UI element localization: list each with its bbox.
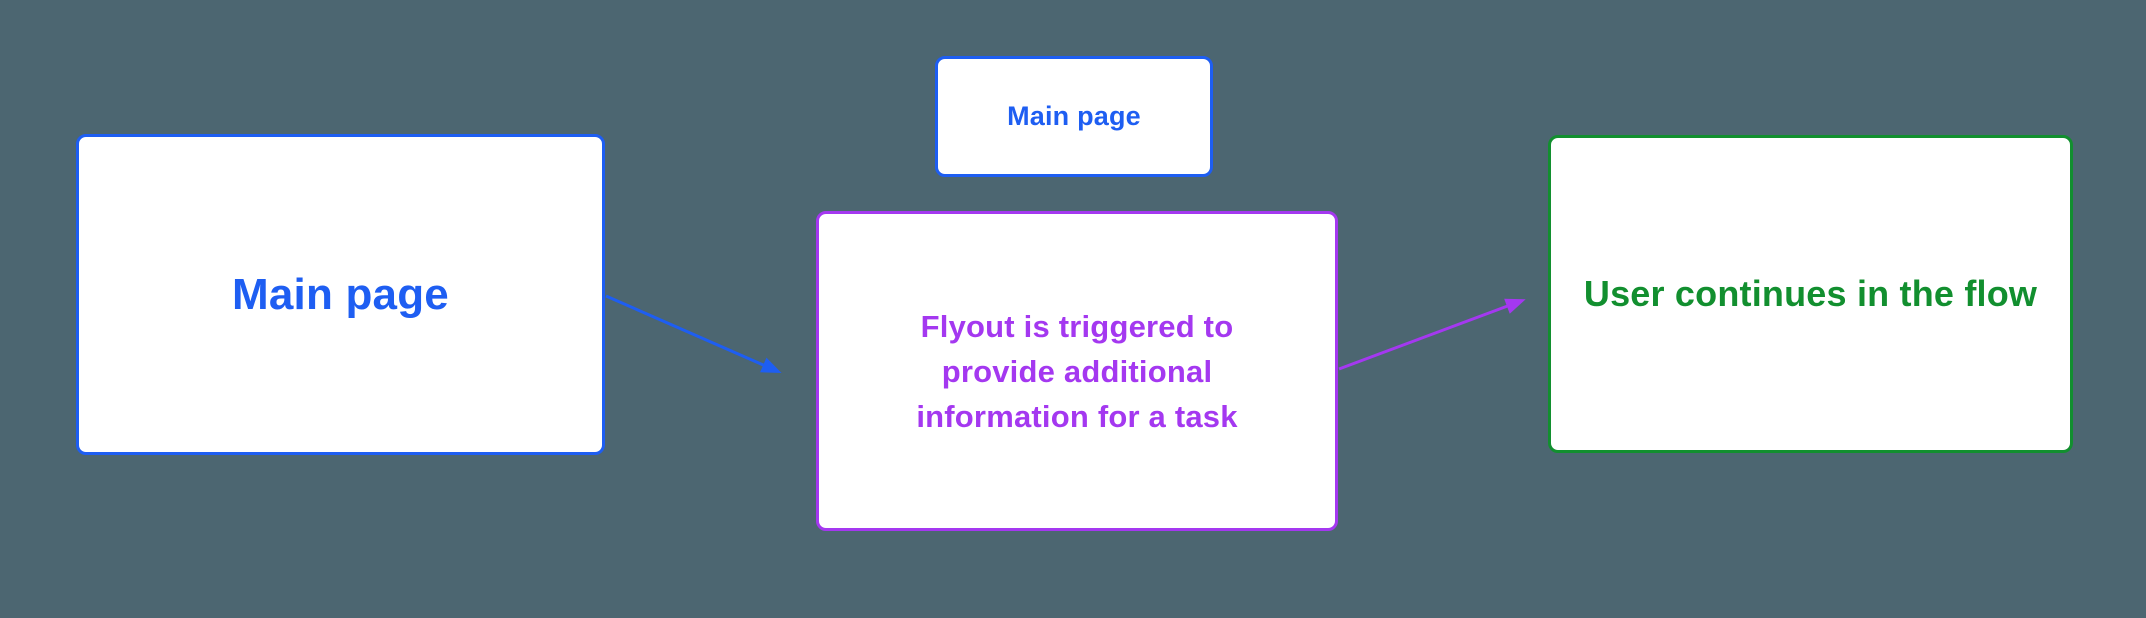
connector-main-page-to-flyout[interactable] [605,294,782,374]
node-main-page-small[interactable]: Main page [935,56,1213,177]
node-user-continues-label: User continues in the flow [1583,273,2038,314]
node-user-continues[interactable]: User continues in the flow [1548,135,2073,453]
node-flyout-label: Flyout is triggered to provide additiona… [916,308,1238,434]
node-main-page[interactable]: Main page [76,134,605,455]
node-flyout[interactable]: Flyout is triggered to provide additiona… [816,211,1338,531]
connector-flyout-to-user-continues[interactable] [1338,298,1526,371]
node-main-page-small-label: Main page [1007,101,1141,131]
node-main-page-label: Main page [232,269,449,319]
